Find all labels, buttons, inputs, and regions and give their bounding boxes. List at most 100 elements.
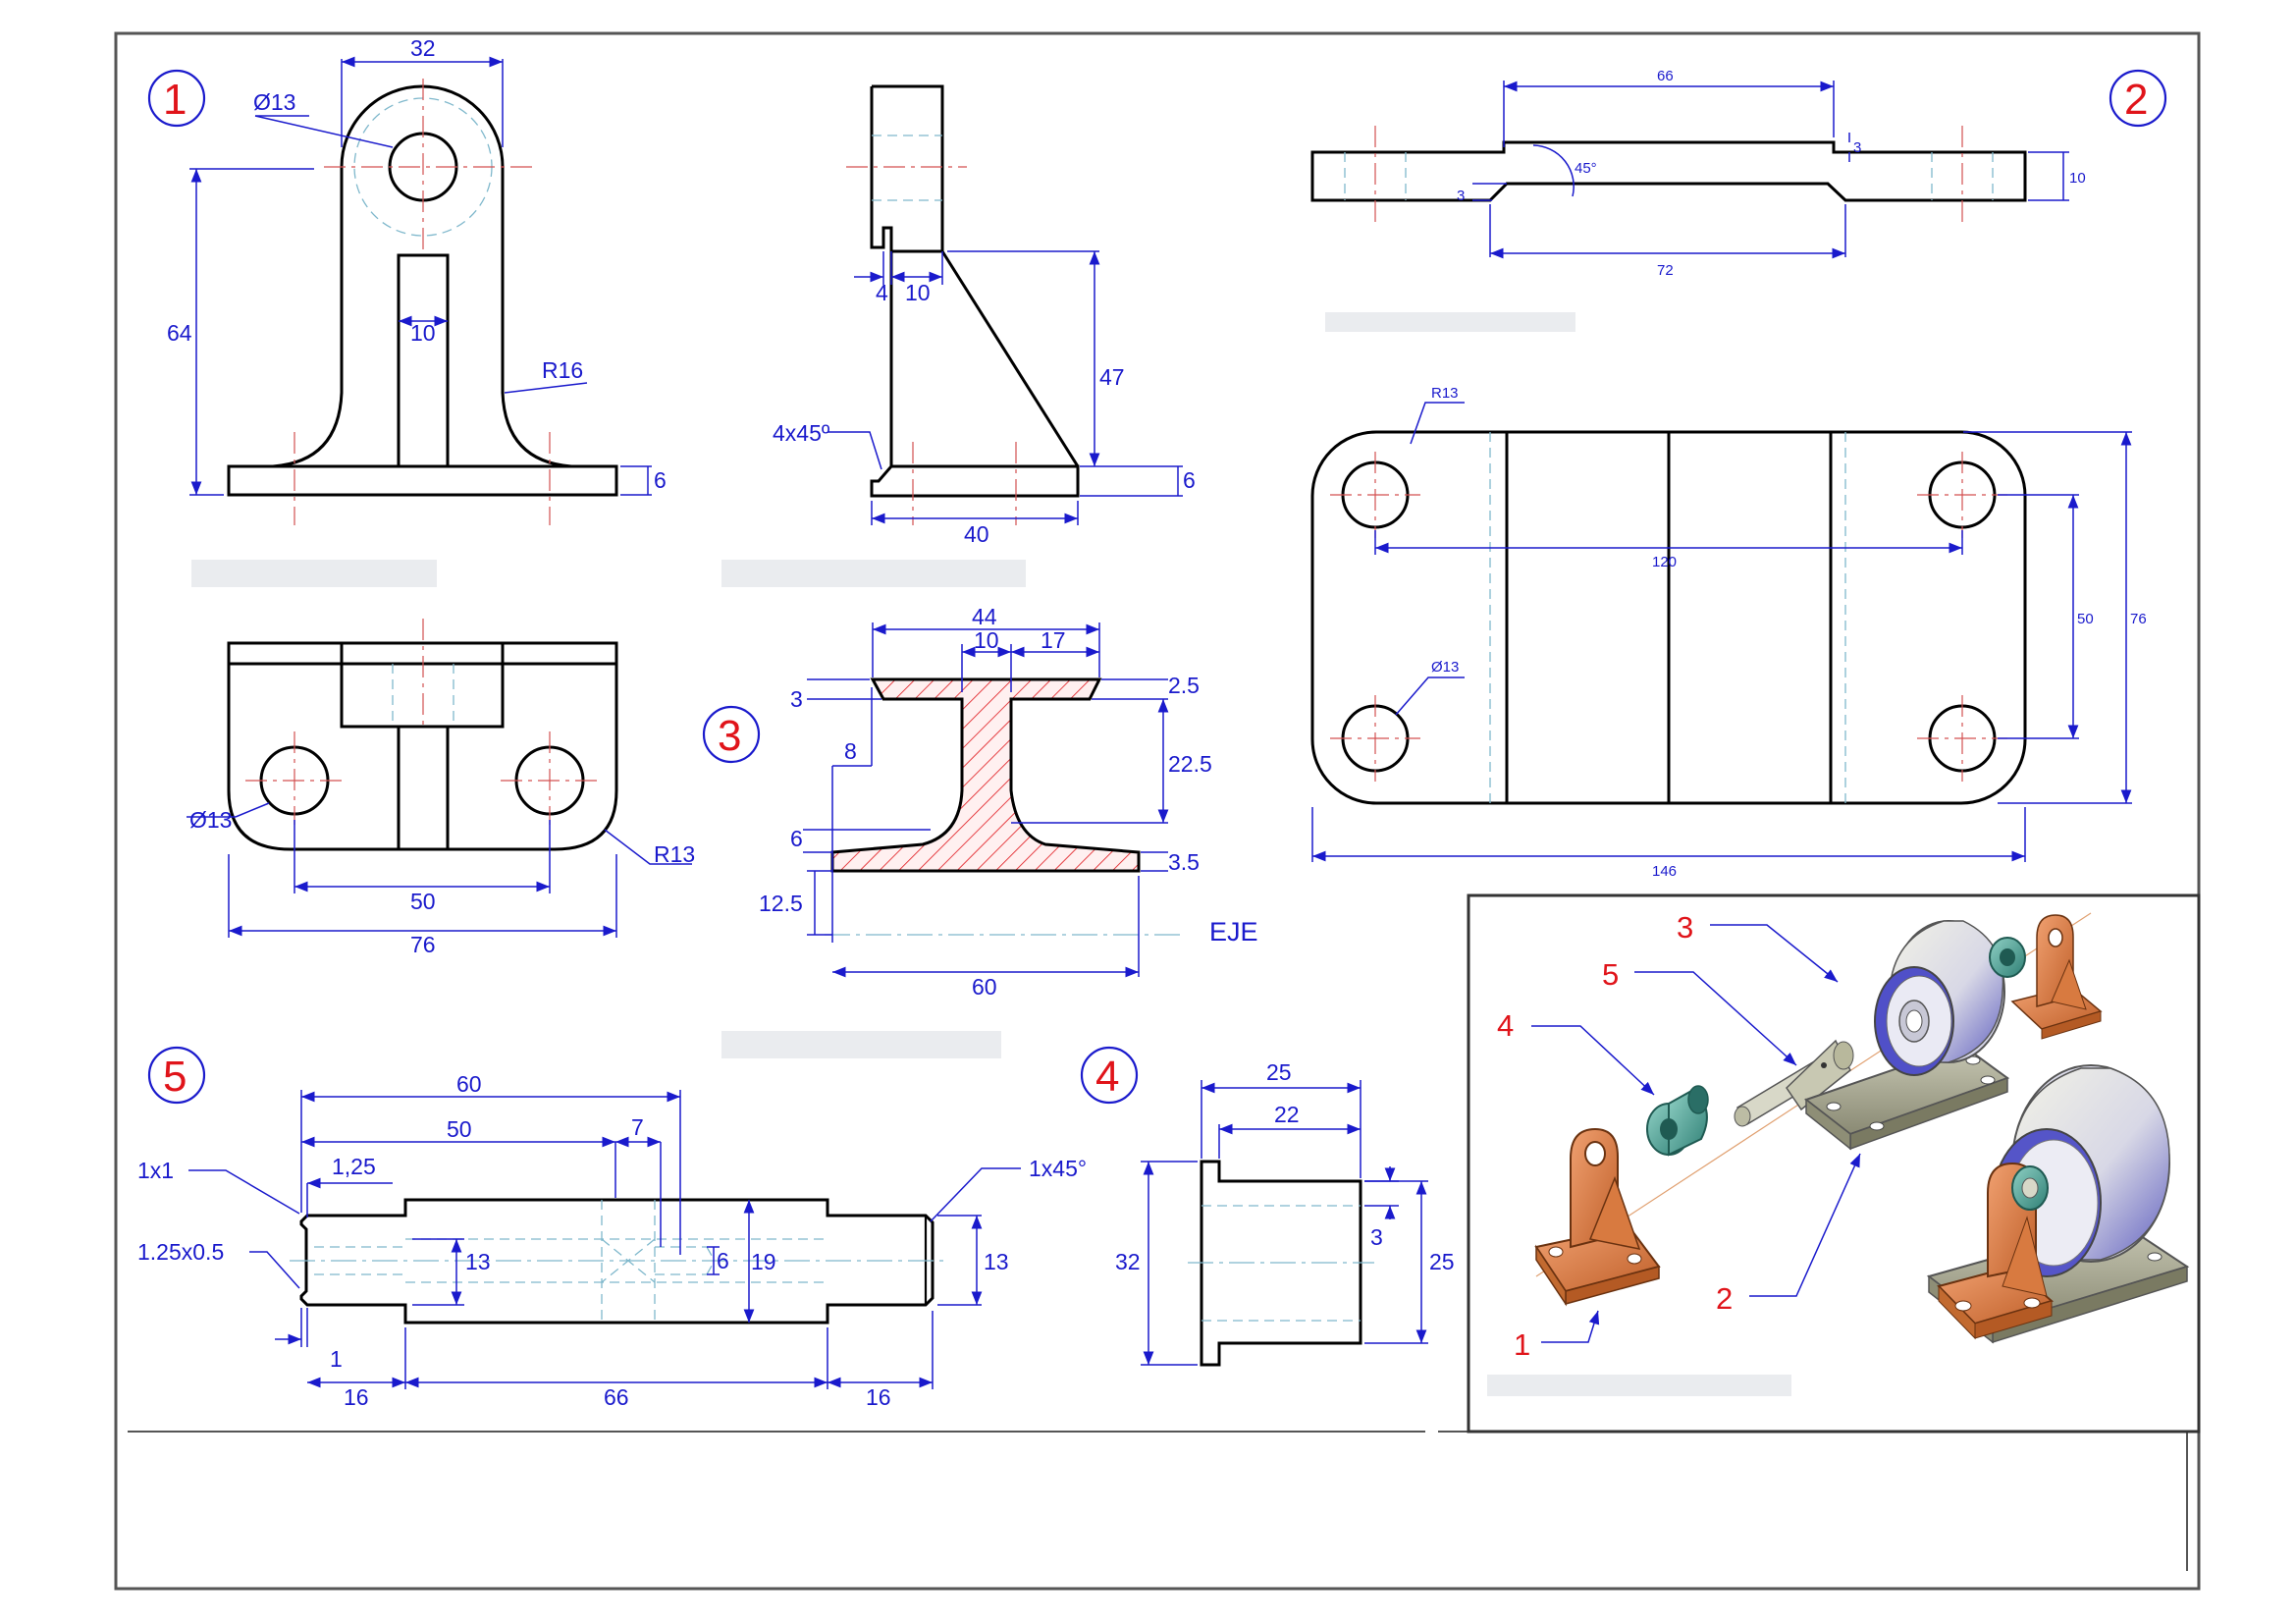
- part-number-circle: [147, 1046, 206, 1105]
- dim-text: 40: [964, 521, 989, 547]
- dim-text: 1.25x0.5: [137, 1239, 224, 1265]
- dim-text: 1,25: [332, 1154, 376, 1179]
- dim-text: 120: [1652, 554, 1677, 570]
- assembly-view: 3 5 4 2 1: [1487, 910, 2190, 1396]
- faded-caption: [1487, 1375, 1791, 1396]
- part-5: 5 60 50 7 1,25 1x1 1.25x0.5: [137, 1046, 1087, 1410]
- dim-text: 10: [905, 280, 931, 305]
- dim-text: 6: [1183, 467, 1196, 493]
- faded-caption: [721, 1031, 1001, 1058]
- callout-label: 1: [1514, 1327, 1530, 1362]
- part-3: 3 EJE 44 10 17 3 2.5 8 22.5 6 3.5: [702, 604, 1258, 1058]
- part-number-circle: [702, 705, 761, 764]
- faded-caption: [191, 560, 437, 587]
- iso-full-assembly: [1926, 1064, 2190, 1344]
- dim-text: 32: [1115, 1249, 1141, 1274]
- part2-front-view: 66 3 45° 3 72 10: [1310, 68, 2086, 279]
- dim-text: 76: [410, 932, 436, 957]
- dim-text: 10: [2069, 170, 2086, 187]
- part-number: 1: [163, 76, 187, 124]
- dim-text: 66: [1657, 68, 1674, 84]
- faded-caption: [1325, 312, 1575, 332]
- part3-dimensions: 44 10 17 3 2.5 8 22.5 6 3.5 12.5 60: [759, 604, 1212, 1000]
- part-4: 4 25 22 3 32 25: [1080, 1046, 1455, 1367]
- dim-text: 44: [972, 604, 997, 629]
- dim-text: 76: [2130, 611, 2147, 627]
- part-number-circle: [2109, 69, 2167, 128]
- dim-text: 25: [1266, 1059, 1292, 1085]
- dim-text: 6: [717, 1248, 729, 1273]
- dim-text: 19: [751, 1249, 776, 1274]
- dim-text: 45°: [1575, 160, 1597, 177]
- section-profile: [830, 677, 1141, 873]
- iso-bracket-small: [1989, 914, 2103, 1040]
- dim-text: 3: [1457, 188, 1465, 204]
- iso-bushing: [1646, 1085, 1709, 1157]
- iso-base-wheel: [1803, 920, 2010, 1151]
- dim-text: 22: [1274, 1102, 1300, 1127]
- part-number-circle: [1080, 1046, 1139, 1105]
- part-number: 3: [718, 712, 741, 760]
- dim-text: 2.5: [1168, 673, 1200, 698]
- dim-text: 25: [1429, 1249, 1455, 1274]
- dim-text: 16: [866, 1384, 891, 1410]
- bushing-outline: [1200, 1160, 1362, 1367]
- dim-text: 1: [330, 1346, 343, 1372]
- dim-text: 146: [1652, 863, 1677, 880]
- dim-text: 12.5: [759, 891, 803, 916]
- dim-text: 13: [984, 1249, 1009, 1274]
- dim-text: Ø13: [253, 89, 295, 115]
- part4-dimensions: 25 22 3 32 25: [1115, 1059, 1455, 1366]
- dim-text: 60: [972, 974, 997, 1000]
- iso-shaft: [1734, 1039, 1854, 1127]
- callout-label: 4: [1497, 1008, 1514, 1043]
- part1-side-view: 4 10 4x45º 47 6 40: [773, 84, 1196, 547]
- dim-text: 3: [1853, 139, 1861, 156]
- part1-top-view: Ø13 R13 50 76: [187, 619, 695, 957]
- dim-text: 50: [447, 1116, 472, 1142]
- dim-text: 32: [410, 35, 436, 61]
- dim-text: R16: [542, 357, 583, 383]
- callout-label: 2: [1716, 1281, 1733, 1316]
- dim-text: 1x1: [137, 1158, 174, 1183]
- part1-front-view: 32 Ø13 64 10 R16 6: [167, 35, 667, 525]
- part-number: 4: [1095, 1053, 1119, 1101]
- dim-text: 10: [410, 320, 436, 346]
- dim-text: 17: [1041, 627, 1066, 653]
- part-number: 5: [163, 1053, 187, 1101]
- assembly-callouts: 3 5 4 2 1: [1497, 910, 1861, 1362]
- dim-text: 7: [631, 1114, 644, 1140]
- part5-dimensions: 60 50 7 1,25 1x1 1.25x0.5 13 6 19 13: [137, 1071, 1087, 1410]
- dim-text: 60: [456, 1071, 482, 1097]
- part-1: 1 32 Ø13 64 10 R16 6: [147, 35, 1196, 957]
- sheet-border: [114, 31, 2201, 1591]
- faded-caption: [721, 560, 1026, 587]
- dim-text: 72: [1657, 262, 1674, 279]
- dim-text: 3.5: [1168, 849, 1200, 875]
- dim-text: 3: [1370, 1224, 1383, 1250]
- dim-text: 64: [167, 320, 192, 346]
- dim-text: 4x45º: [773, 420, 830, 446]
- dim-text: 22.5: [1168, 751, 1212, 777]
- axis-label: EJE: [1209, 917, 1258, 947]
- dim-text: 50: [2077, 611, 2094, 627]
- iso-bracket-left: [1534, 1127, 1661, 1307]
- dim-text: R13: [1431, 385, 1459, 402]
- dim-text: 1x45°: [1029, 1156, 1087, 1181]
- part2-top-view: R13 120 Ø13 50 76 146: [1310, 385, 2147, 880]
- dim-text: 13: [465, 1249, 491, 1274]
- shaft-outline: [299, 1198, 934, 1325]
- dim-text: 66: [604, 1384, 629, 1410]
- dim-text: 50: [410, 889, 436, 914]
- callout-label: 3: [1677, 910, 1693, 945]
- part-2: 2 66 3 45° 3 72 10: [1310, 68, 2167, 880]
- assembly-frame: [1467, 893, 2201, 1434]
- dim-text: 16: [344, 1384, 369, 1410]
- dim-text: 4: [876, 280, 888, 305]
- dim-text: Ø13: [189, 807, 232, 833]
- callout-label: 5: [1602, 957, 1619, 992]
- dim-text: 3: [790, 686, 803, 712]
- dim-text: R13: [654, 841, 695, 867]
- dim-text: 10: [974, 627, 999, 653]
